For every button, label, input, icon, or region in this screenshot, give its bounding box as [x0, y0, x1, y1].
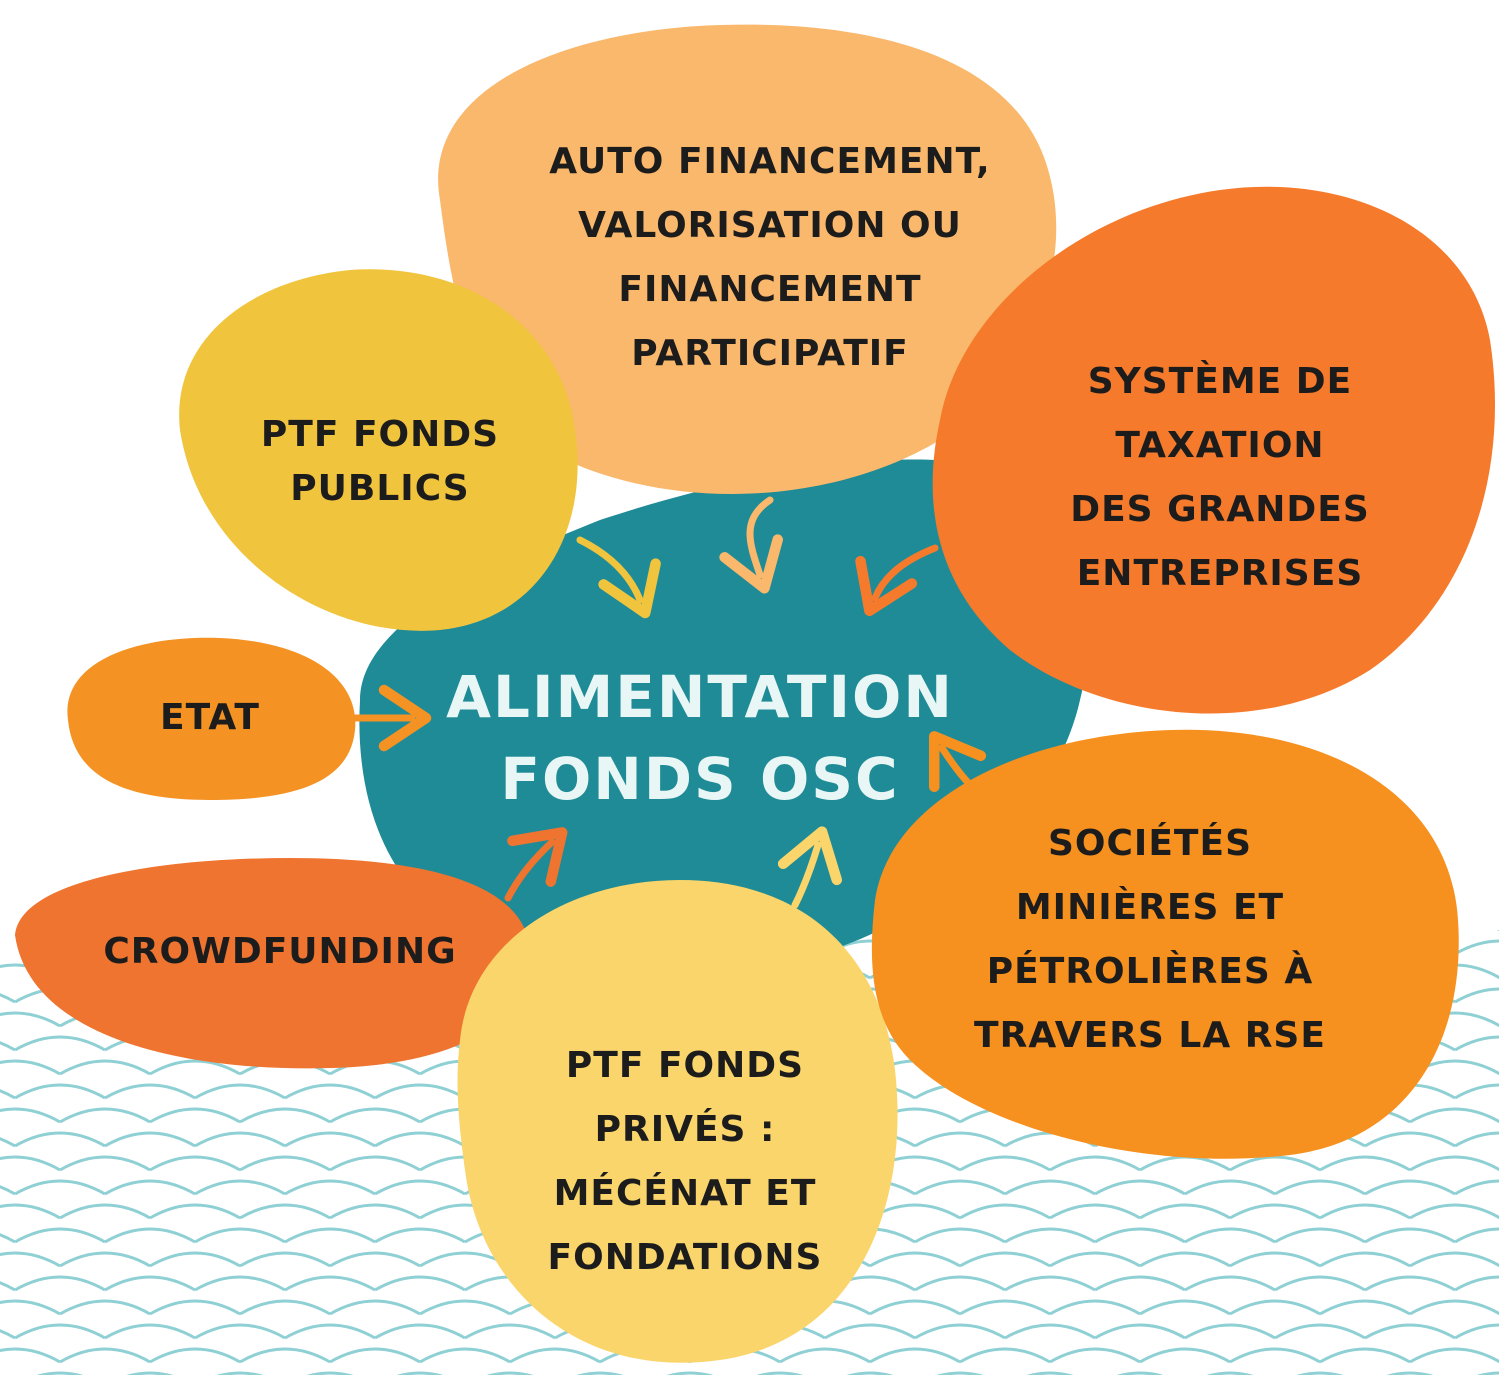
wave-line — [0, 1371, 1499, 1375]
etat-label: ETAT — [110, 700, 310, 736]
center-title-line: ALIMENTATION — [446, 663, 954, 731]
taxation-line: SYSTÈME DE — [1087, 361, 1353, 402]
arrow-from-crowdfunding — [504, 827, 568, 902]
societes-minieres-blob — [871, 729, 1459, 1159]
center-title: ALIMENTATION FONDS OSC — [430, 668, 970, 808]
etat-blob — [67, 637, 356, 800]
ptf-fonds-prives-label: PTF FONDS PRIVÉS : MÉCÉNAT ET FONDATIONS — [510, 1034, 860, 1290]
societes-minieres-line: MINIÈRES ET — [1015, 887, 1285, 928]
societes-minieres-label: SOCIÉTÉS MINIÈRES ET PÉTROLIÈRES À TRAVE… — [940, 812, 1360, 1068]
taxation-label: SYSTÈME DE TAXATION DES GRANDES ENTREPRI… — [1040, 350, 1400, 606]
ptf-fonds-prives-blob — [457, 880, 898, 1363]
arrow-from-societes-minieres — [928, 731, 987, 794]
societes-minieres-line: PÉTROLIÈRES À — [986, 951, 1314, 992]
ptf-fonds-prives-line: MÉCÉNAT ET — [553, 1173, 817, 1214]
crowdfunding-blob — [15, 858, 531, 1069]
ptf-fonds-prives-line: PTF FONDS — [565, 1045, 805, 1086]
auto-financement-line: FINANCEMENT — [618, 269, 922, 310]
arrow-from-ptf-fonds-publics — [576, 536, 661, 619]
auto-financement-line: VALORISATION OU — [578, 205, 962, 246]
auto-financement-line: PARTICIPATIF — [631, 333, 909, 374]
crowdfunding-line: CROWDFUNDING — [103, 931, 457, 972]
center-title-line: FONDS OSC — [500, 745, 900, 813]
ptf-fonds-publics-line: PTF FONDS — [260, 414, 500, 455]
arrow-from-ptf-fonds-prives — [777, 826, 843, 909]
societes-minieres-line: TRAVERS LA RSE — [974, 1015, 1326, 1056]
societes-minieres-line: SOCIÉTÉS — [1047, 823, 1252, 864]
auto-financement-line: AUTO FINANCEMENT, — [549, 141, 991, 182]
ptf-fonds-publics-line: PUBLICS — [290, 468, 470, 509]
etat-line: ETAT — [160, 697, 260, 738]
ptf-fonds-publics-label: PTF FONDS PUBLICS — [230, 408, 530, 516]
ptf-fonds-publics-blob — [179, 269, 578, 631]
ptf-fonds-prives-line: FONDATIONS — [547, 1237, 823, 1278]
auto-financement-blob — [438, 24, 1057, 494]
taxation-line: ENTREPRISES — [1076, 553, 1364, 594]
arrow-from-taxation — [855, 544, 939, 617]
crowdfunding-label: CROWDFUNDING — [90, 934, 470, 970]
arrows — [351, 496, 987, 909]
arrow-from-auto-financement — [719, 496, 783, 594]
taxation-blob — [932, 186, 1495, 714]
taxation-line: DES GRANDES — [1070, 489, 1370, 530]
auto-financement-label: AUTO FINANCEMENT, VALORISATION OU FINANC… — [520, 130, 1020, 386]
taxation-line: TAXATION — [1115, 425, 1325, 466]
ptf-fonds-prives-line: PRIVÉS : — [594, 1109, 776, 1150]
